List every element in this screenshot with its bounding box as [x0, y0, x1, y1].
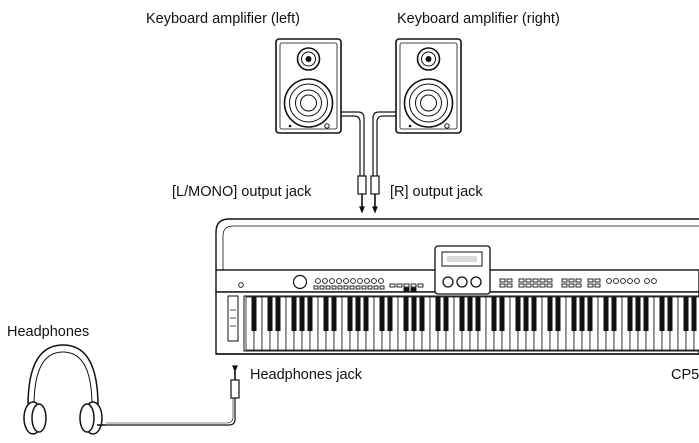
black-key: [443, 297, 449, 331]
black-key: [475, 297, 481, 331]
black-key: [267, 297, 273, 331]
black-key: [603, 297, 609, 331]
black-key: [307, 297, 313, 331]
black-key: [579, 297, 585, 331]
black-key: [683, 297, 689, 331]
black-key: [291, 297, 297, 331]
black-key: [515, 297, 521, 331]
black-key: [403, 297, 409, 331]
headphones-jack-label: Headphones jack: [250, 367, 363, 383]
headphones-plug: [230, 365, 240, 399]
black-key: [435, 297, 441, 331]
black-key: [667, 297, 673, 331]
black-key: [491, 297, 497, 331]
black-key: [411, 297, 417, 331]
black-key: [355, 297, 361, 331]
black-key: [635, 297, 641, 331]
out-right-label: [R] output jack: [390, 184, 483, 200]
black-key: [531, 297, 537, 331]
speaker-right: [395, 38, 462, 134]
out-left-label: [L/MONO] output jack: [172, 184, 312, 200]
black-key: [499, 297, 505, 331]
black-key: [587, 297, 593, 331]
model-label: CP5: [671, 367, 699, 383]
black-key: [251, 297, 257, 331]
black-key: [643, 297, 649, 331]
amp-right-label: Keyboard amplifier (right): [397, 11, 560, 27]
black-key: [523, 297, 529, 331]
piano-keys: [245, 296, 699, 351]
black-key: [363, 297, 369, 331]
black-key: [379, 297, 385, 331]
black-key: [459, 297, 465, 331]
headphones-label: Headphones: [7, 324, 90, 340]
panel-controls: [238, 274, 657, 292]
speaker-cables: [341, 111, 396, 178]
speaker-left: [275, 38, 342, 134]
black-key: [275, 297, 281, 331]
black-key: [467, 297, 473, 331]
headphones-cable: [106, 398, 236, 426]
black-key: [555, 297, 561, 331]
amp-left-label: Keyboard amplifier (left): [146, 11, 300, 27]
black-key: [323, 297, 329, 331]
black-key: [347, 297, 353, 331]
black-key: [419, 297, 425, 331]
headphones: [23, 344, 106, 435]
black-key: [611, 297, 617, 331]
black-key: [387, 297, 393, 331]
black-key: [547, 297, 553, 331]
black-key: [331, 297, 337, 331]
black-key: [691, 297, 697, 331]
black-key: [571, 297, 577, 331]
black-key: [659, 297, 665, 331]
black-key: [299, 297, 305, 331]
speaker-plugs: [357, 175, 380, 214]
black-key: [627, 297, 633, 331]
display-module: [434, 245, 491, 295]
